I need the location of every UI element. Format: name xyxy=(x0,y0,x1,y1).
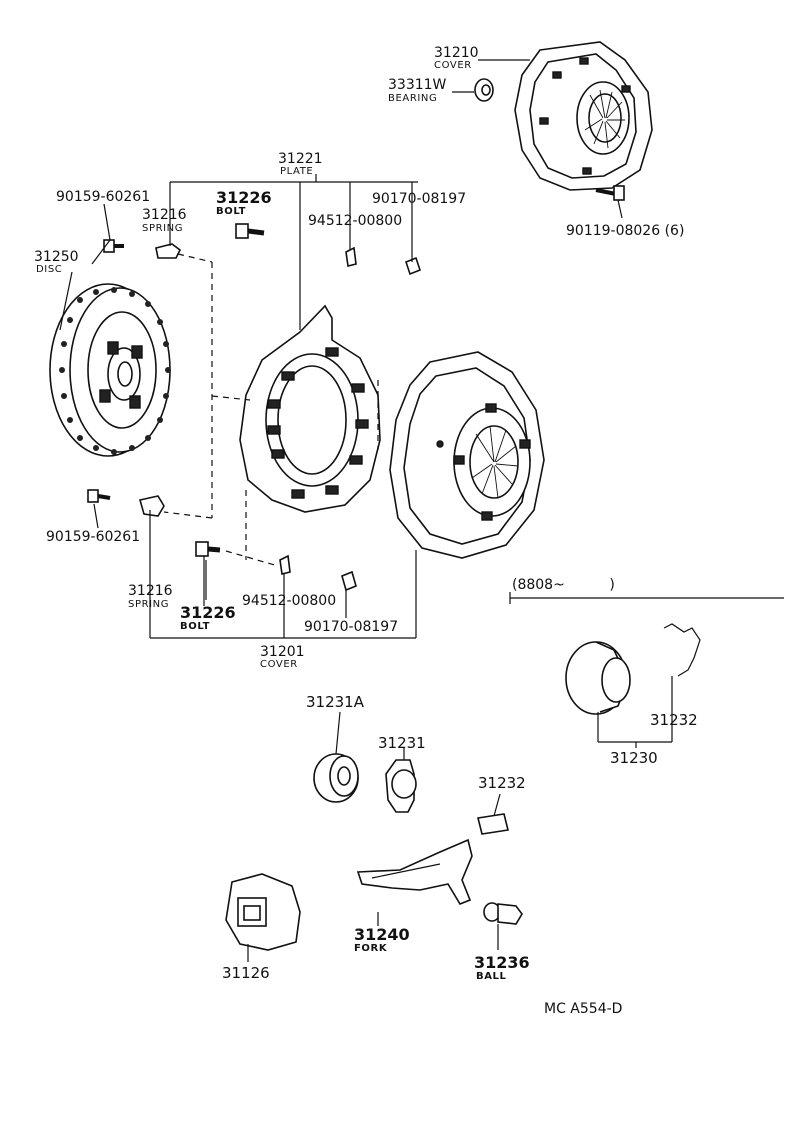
clutch-cover-bottom-drawing[interactable] xyxy=(389,351,545,559)
alignment-dashes xyxy=(163,253,379,567)
label-bearing-name: BEARING xyxy=(388,93,437,104)
bolt-bottom-drawing[interactable] xyxy=(195,541,221,557)
label-nut-top-pn: 90170-08197 xyxy=(372,191,466,207)
label-nut-bottom-pn: 90170-08197 xyxy=(304,619,398,635)
label-release-assy-pn: 31230 xyxy=(610,749,658,767)
label-diagram-code: MC A554-D xyxy=(544,1001,622,1017)
label-spring-top-pn: 31216 xyxy=(142,207,187,223)
release-bearing-assembly-drawing[interactable] xyxy=(565,623,701,715)
label-spring-bottom-pn: 31216 xyxy=(128,583,173,599)
pivot-ball-drawing[interactable] xyxy=(483,902,523,925)
label-bearing-pn: 33311W xyxy=(388,77,447,93)
label-spring-bottom-name: SPRING xyxy=(128,599,169,610)
label-spring-top-name: SPRING xyxy=(142,223,183,234)
clip-bottom-drawing[interactable] xyxy=(279,554,291,575)
label-ball-name: BALL xyxy=(476,971,507,982)
label-ball-pn: 31236 xyxy=(474,953,530,972)
label-plate-name: PLATE xyxy=(280,166,313,177)
label-hub-pn: 31231 xyxy=(378,734,426,752)
label-fork-name: FORK xyxy=(354,943,388,954)
leader-lines xyxy=(59,59,784,962)
label-bolt-cover-pn: 90119-08026 (6) xyxy=(566,223,684,239)
label-hub-clip-pn: 31232 xyxy=(478,774,526,792)
label-boot-pn: 31126 xyxy=(222,964,270,982)
label-bolt-bottom-name: BOLT xyxy=(180,621,210,632)
label-clip-bottom-pn: 94512-00800 xyxy=(242,593,336,609)
label-disc-pn: 31250 xyxy=(34,249,79,265)
hub-clip-drawing[interactable] xyxy=(477,813,509,835)
cover-bolt-drawing[interactable] xyxy=(595,185,625,201)
label-cover-bottom-pn: 31201 xyxy=(260,644,305,660)
nut-top-drawing[interactable] xyxy=(405,256,421,276)
label-hub-bearing-pn: 31231A xyxy=(306,693,365,711)
nut-bottom-drawing[interactable] xyxy=(341,570,357,592)
label-clip-top-pn: 94512-00800 xyxy=(308,213,402,229)
spring-bottom-drawing[interactable] xyxy=(138,495,165,517)
bolt-top-left-drawing[interactable] xyxy=(103,239,124,253)
label-release-clip-pn: 31232 xyxy=(650,711,698,729)
pressure-plate-drawing[interactable] xyxy=(239,304,381,513)
hub-bearing-drawing[interactable] xyxy=(313,753,359,803)
label-disc-name: DISC xyxy=(36,264,62,275)
label-cover-bottom-name: COVER xyxy=(260,659,298,670)
spring-top-drawing[interactable] xyxy=(155,243,182,259)
pilot-bearing-drawing[interactable] xyxy=(474,78,494,102)
boot-drawing[interactable] xyxy=(225,873,301,951)
label-bolt-bottom-pn: 31226 xyxy=(180,603,236,622)
label-bolt-top-pn: 31226 xyxy=(216,188,272,207)
clutch-disc-drawing[interactable] xyxy=(49,283,171,457)
release-fork-drawing[interactable] xyxy=(356,838,473,905)
release-hub-drawing[interactable] xyxy=(385,759,417,813)
part-labels: 31210 COVER 33311W BEARING 31221 PLATE 9… xyxy=(34,45,698,1017)
bolt-bottom-left-drawing[interactable] xyxy=(87,489,111,503)
label-plate-pn: 31221 xyxy=(278,151,323,167)
label-bolt-top-left-pn: 90159-60261 xyxy=(56,189,150,205)
clip-top-drawing[interactable] xyxy=(345,246,357,267)
bolt-top-drawing[interactable] xyxy=(235,223,265,239)
label-bolt-top-name: BOLT xyxy=(216,206,246,217)
clutch-cover-top-drawing[interactable] xyxy=(514,41,653,191)
label-cover-top-pn: 31210 xyxy=(434,45,479,61)
label-fork-pn: 31240 xyxy=(354,925,410,944)
label-bolt-bottom-left-pn: 90159-60261 xyxy=(46,529,140,545)
label-cover-top-name: COVER xyxy=(434,60,472,71)
label-date-range: (8808~ ) xyxy=(512,577,615,593)
